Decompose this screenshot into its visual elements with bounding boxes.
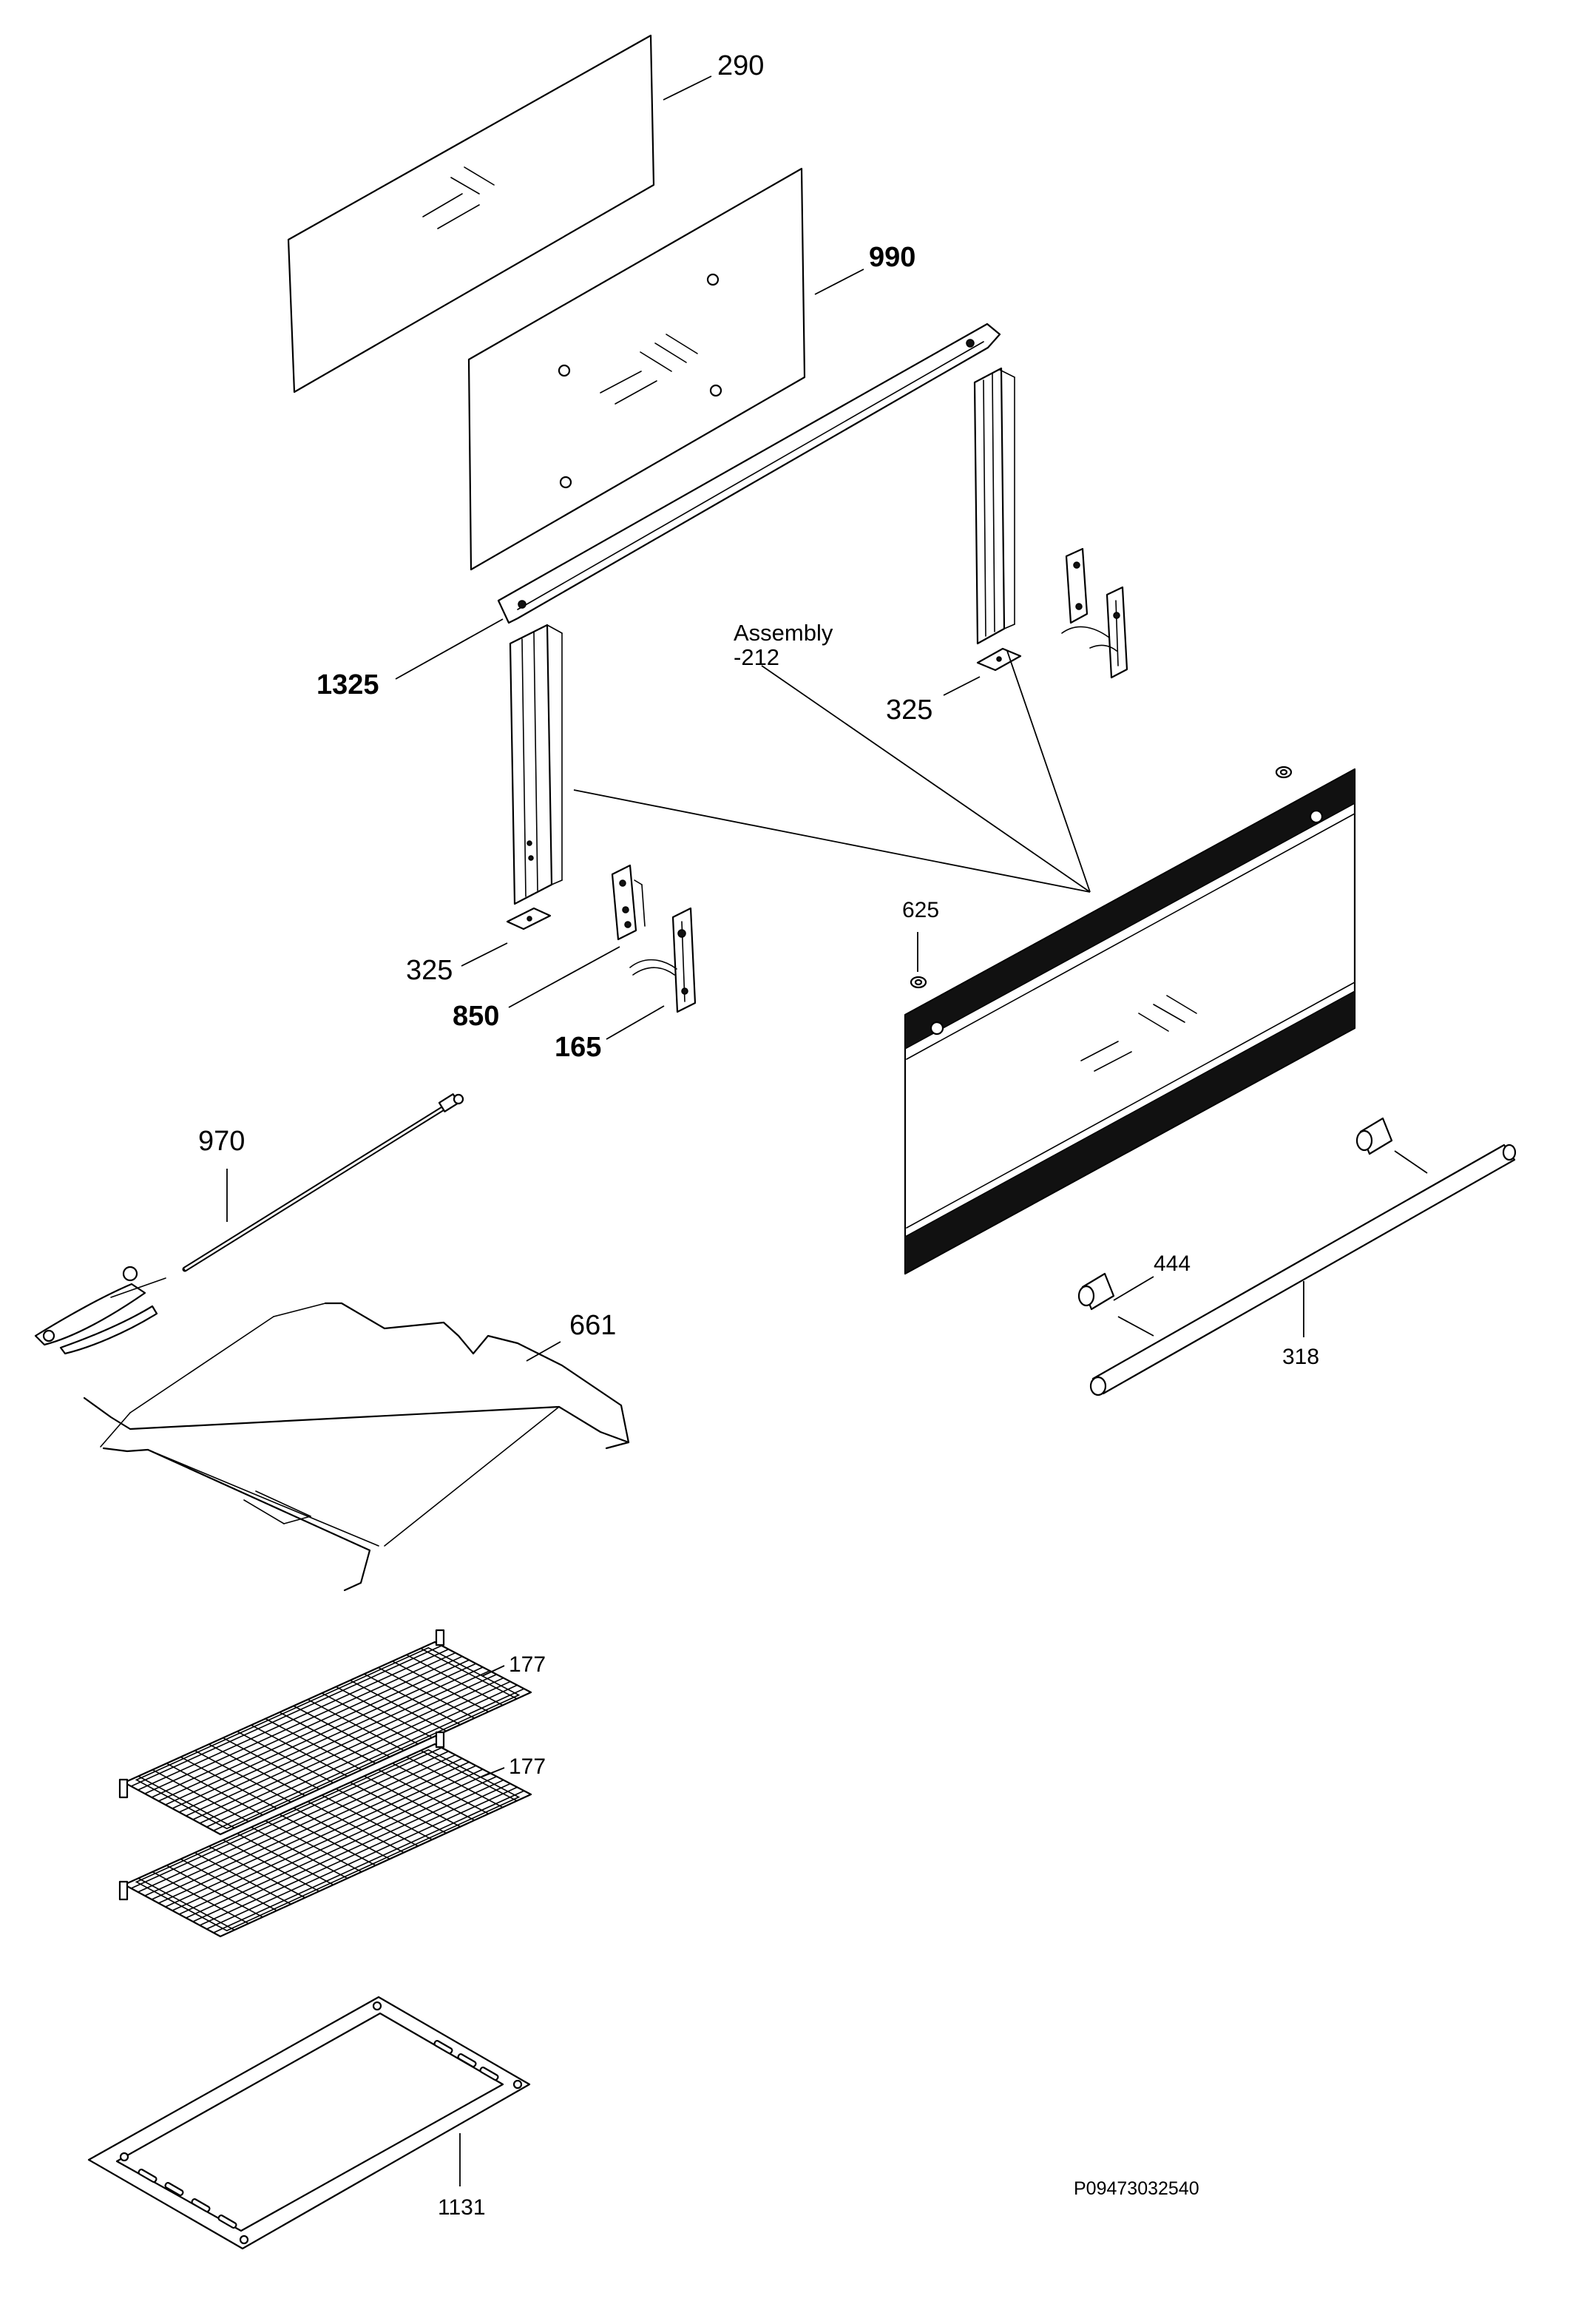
part-door-side-profile-right [973,367,1015,645]
part-325-clip-left [506,907,552,930]
part-444-handle-mount-left [1077,1272,1115,1311]
callout-177-bottom: 177 [509,1754,546,1779]
leader-850 [508,946,620,1008]
assembly-label-line2: -212 [734,644,779,670]
callout-290: 290 [717,50,764,81]
part-990-glass-panel [467,167,806,571]
part-hinge-right [1061,547,1128,679]
part-door-outer-glass [904,768,1356,1275]
leader-1325 [395,618,504,680]
part-325-clip-right [976,647,1022,672]
callout-990: 990 [869,242,915,273]
callout-318: 318 [1282,1345,1319,1369]
leader-mount-to-handle-right [1394,1150,1428,1174]
part-290-glass-panel [287,34,655,393]
part-318-door-handle [1089,1144,1517,1396]
part-177-wire-rack-top [118,1629,532,1836]
leader-177-bottom [481,1767,505,1777]
callout-444: 444 [1154,1251,1191,1276]
callout-970: 970 [198,1126,245,1157]
callout-625: 625 [902,898,939,922]
callout-165: 165 [555,1032,601,1063]
leader-661 [526,1341,561,1362]
part-1131-baking-tray [87,1996,531,2250]
leader-mount-to-handle-left [1117,1316,1154,1337]
document-code: P09473032540 [1074,2178,1199,2199]
part-850-hinge-bracket [611,864,646,941]
leader-290 [663,75,712,101]
part-door-side-profile-left [509,624,563,905]
callout-325-left: 325 [406,955,453,986]
part-1325-trim-strip [497,322,1001,624]
leader-165 [606,1005,665,1040]
leader-325-right [943,676,981,696]
callout-325-right: 325 [886,695,932,726]
assembly-212-pointer-lines [573,650,1091,893]
part-glass-spacer-top [1275,766,1293,779]
part-444-handle-mount-right [1355,1117,1393,1155]
part-970-rotisserie-spit [34,1093,464,1355]
callout-661: 661 [569,1310,616,1341]
leader-990 [814,268,864,295]
callout-1325: 1325 [316,669,379,700]
callout-177-top: 177 [509,1652,546,1677]
leader-177-top [481,1665,505,1677]
part-625-washer [910,976,927,989]
part-661-shelf-support [83,1302,630,1592]
part-177-wire-rack-bottom [118,1731,532,1938]
leader-325-left [461,942,508,967]
callout-850: 850 [453,1001,499,1032]
part-165-hinge [629,907,697,1013]
assembly-label-line1: Assembly [734,620,833,646]
callout-1131: 1131 [438,2195,486,2220]
leader-444 [1113,1276,1154,1301]
